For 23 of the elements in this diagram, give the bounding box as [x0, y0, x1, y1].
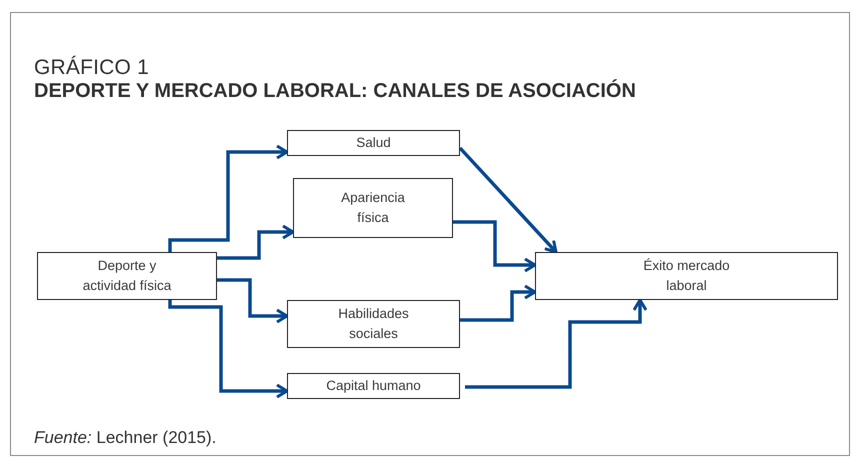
box-label: Apariencia física: [340, 189, 406, 227]
arrow: [168, 300, 288, 398]
arrow: [465, 298, 648, 389]
arrow: [458, 146, 558, 254]
process-box: [287, 300, 460, 348]
figure-number: GRÁFICO 1: [34, 56, 149, 80]
arrow: [217, 278, 288, 324]
box-label: Deporte y actividad física: [82, 257, 172, 295]
box-label: Capital humano: [326, 377, 421, 396]
process-box: [287, 373, 460, 399]
arrow: [460, 284, 536, 322]
box-label: Salud: [356, 134, 391, 152]
source-note: Fuente: Lechner (2015).: [34, 428, 216, 448]
figure-title: DEPORTE Y MERCADO LABORAL: CANALES DE ASOCIACIÓN: [34, 80, 636, 103]
process-box: [287, 130, 460, 156]
arrow: [217, 224, 294, 260]
process-box: [37, 252, 217, 300]
process-box: [293, 178, 453, 238]
arrow: [453, 220, 536, 272]
process-box: [535, 252, 838, 300]
box-label: Habilidades sociales: [337, 305, 410, 343]
arrow: [168, 144, 288, 252]
box-label: Éxito mercado laboral: [642, 257, 731, 295]
